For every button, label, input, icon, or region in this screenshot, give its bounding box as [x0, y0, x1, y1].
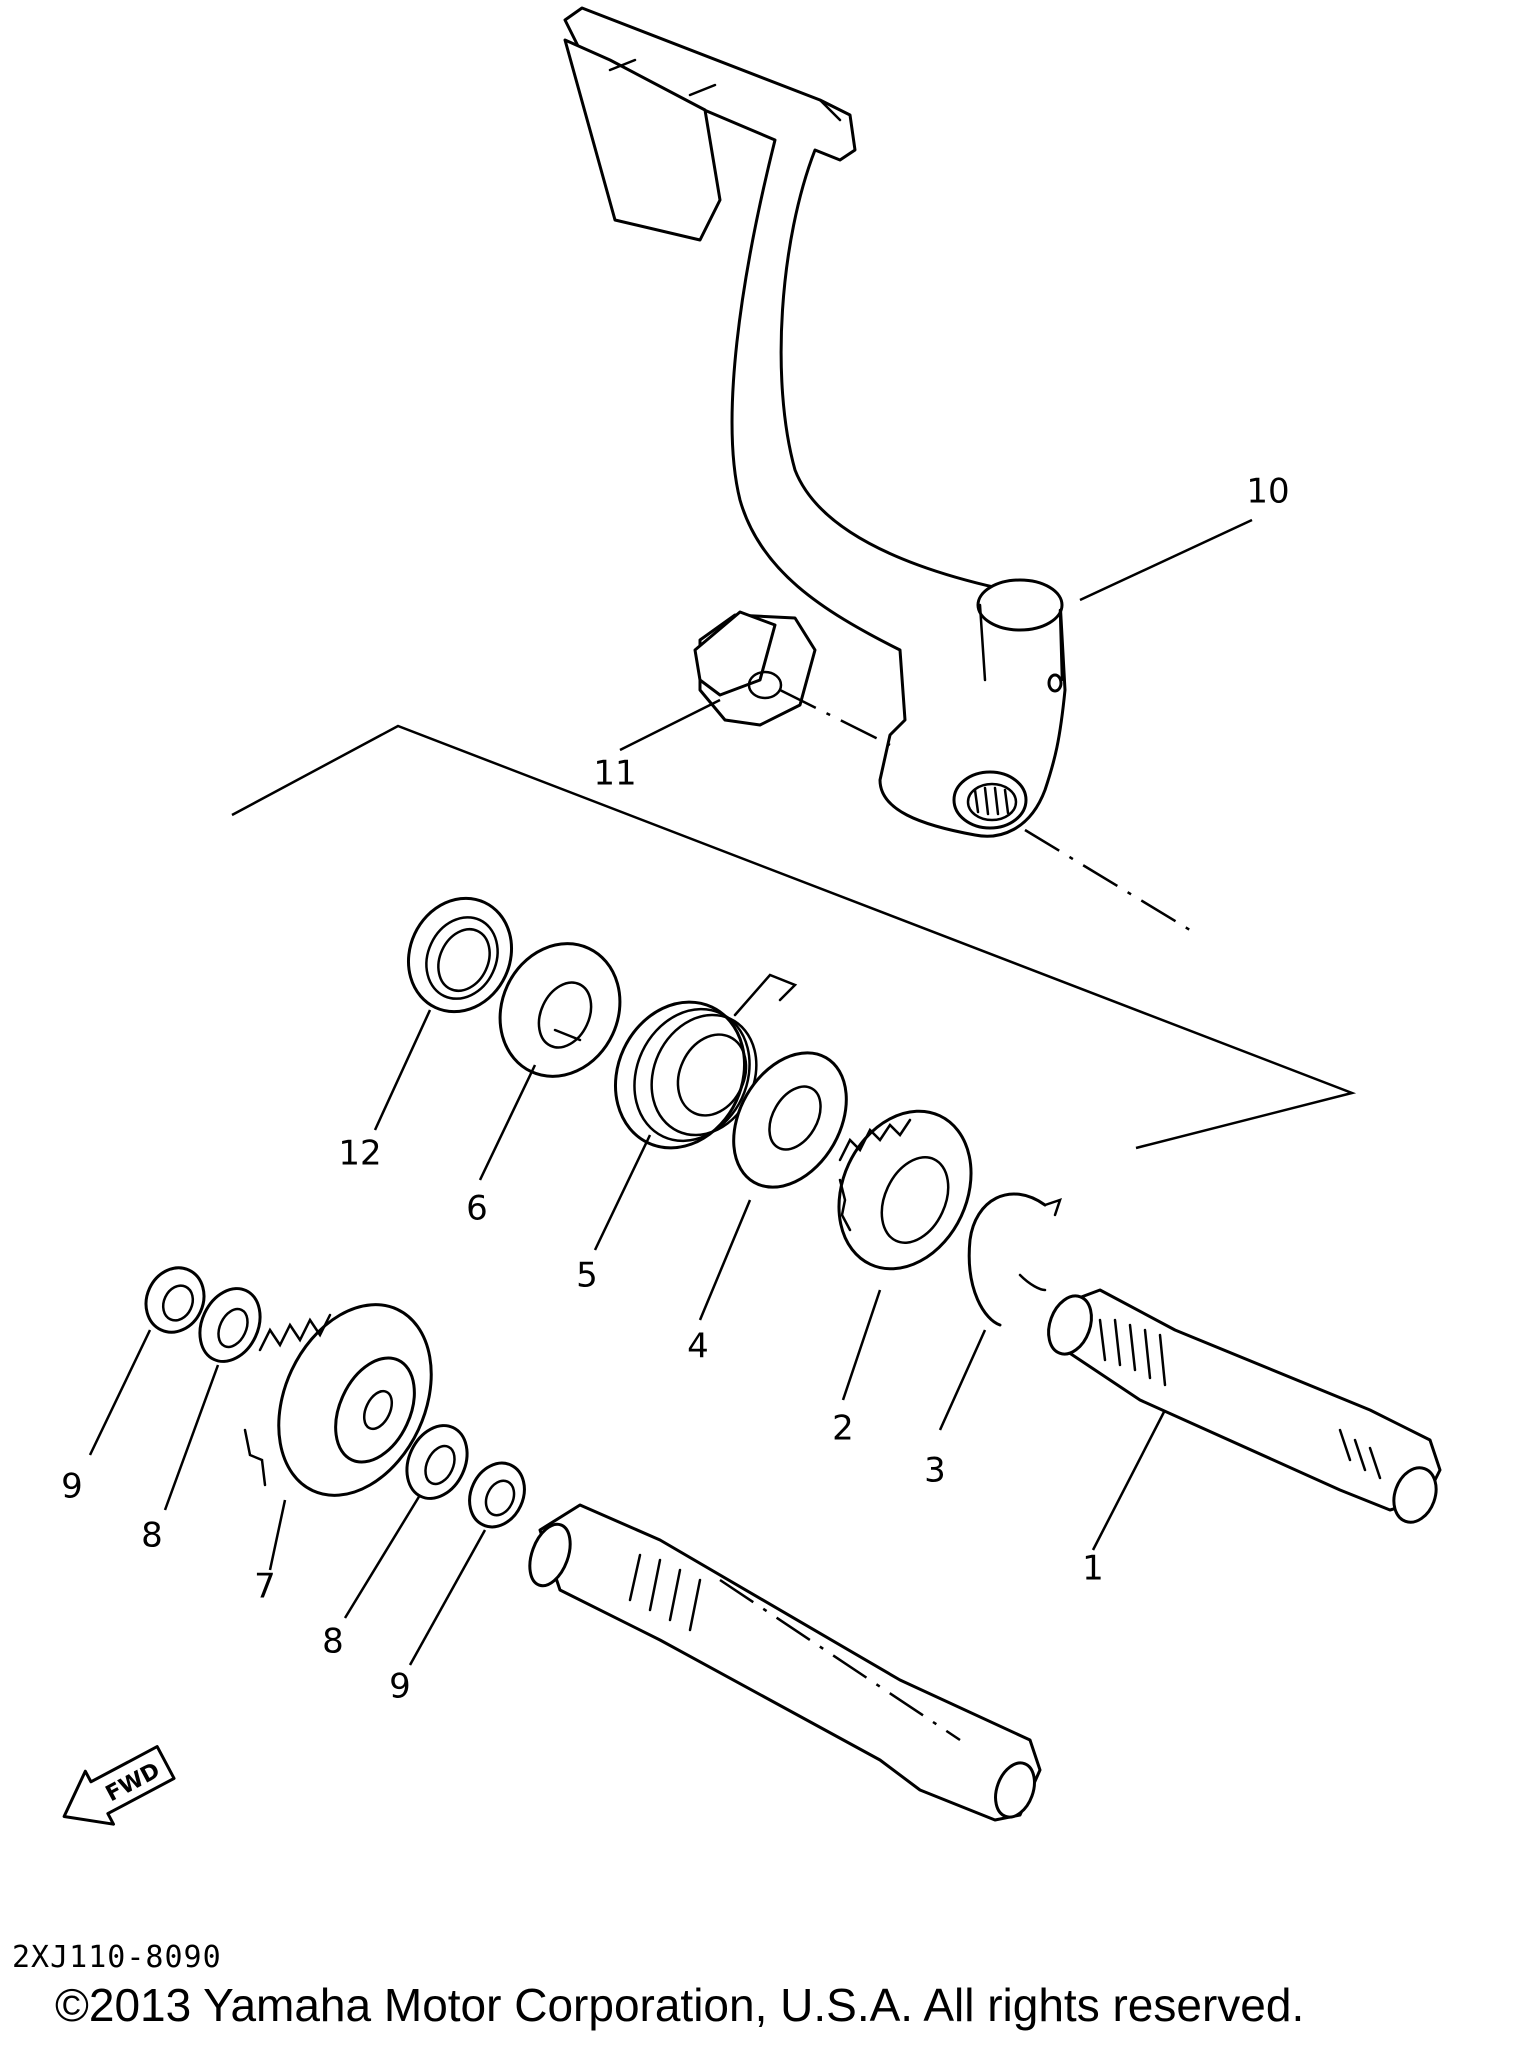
- assembly-reference-plane: [231, 724, 1357, 1150]
- flange-nut: [693, 610, 817, 727]
- callout-10: 10: [1246, 472, 1289, 512]
- callout-8-left: 8: [141, 1516, 163, 1556]
- callout-6: 6: [466, 1189, 488, 1229]
- circlip-3: [967, 1192, 1062, 1327]
- forward-arrow-icon: FWD: [62, 1745, 176, 1826]
- callout-4: 4: [687, 1327, 709, 1367]
- kick-crank-lever: [563, 6, 1067, 838]
- torsion-spring: [613, 973, 798, 1150]
- circlip-9-right: [468, 1461, 526, 1529]
- diagram-reference-code: 2XJ110-8090: [12, 1940, 222, 1975]
- plain-washer-4: [732, 1051, 848, 1189]
- plain-washer-8-left: [198, 1287, 262, 1363]
- ratchet-wheel: [837, 1109, 973, 1271]
- spring-guide: [498, 942, 622, 1078]
- idle-gear-shaft: [528, 1503, 1042, 1822]
- callout-9-left: 9: [61, 1467, 83, 1507]
- callout-9-right: 9: [389, 1667, 411, 1707]
- callout-1: 1: [1082, 1549, 1104, 1589]
- plain-washer-8-right: [405, 1424, 469, 1500]
- callout-5: 5: [576, 1256, 598, 1296]
- kick-axis-line: [779, 688, 891, 747]
- kick-shaft: [1047, 1288, 1442, 1524]
- kick-axis-line-2: [1024, 828, 1191, 932]
- circlip-9-left: [144, 1266, 206, 1334]
- callout-3: 3: [924, 1451, 946, 1491]
- callout-11: 11: [593, 754, 636, 794]
- callout-12: 12: [338, 1134, 381, 1174]
- callout-2: 2: [832, 1409, 854, 1449]
- copyright-notice: ©2013 Yamaha Motor Corporation, U.S.A. A…: [55, 1979, 1305, 2031]
- callout-8-right: 8: [322, 1622, 344, 1662]
- callout-7: 7: [254, 1567, 276, 1607]
- idle-gear: [243, 1303, 433, 1497]
- leader-lines: [88, 518, 1253, 1666]
- oil-seal: [406, 896, 514, 1014]
